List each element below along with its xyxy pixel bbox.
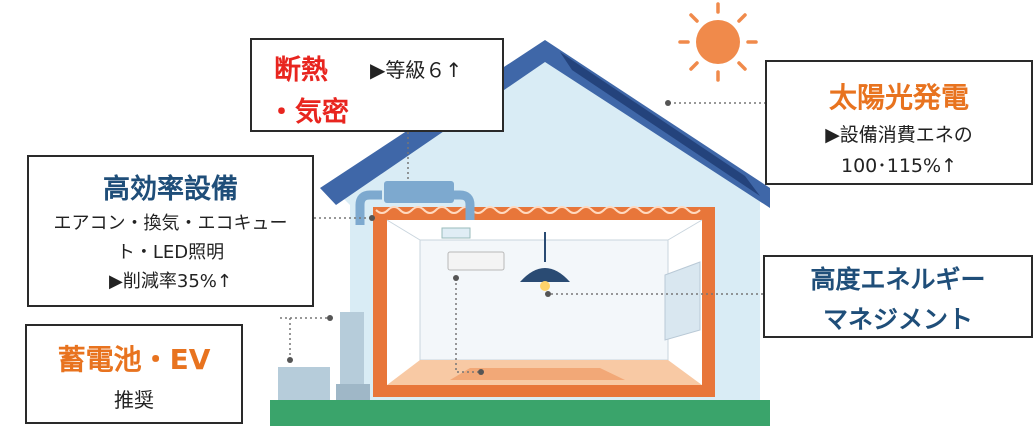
pendant-lamp <box>520 268 570 282</box>
leader-lines <box>280 102 766 373</box>
insulation-title-2: ・気密 <box>268 97 349 128</box>
ground-strip <box>270 400 770 426</box>
insulation-title-1: 断熱 <box>274 55 328 86</box>
outdoor-unit <box>278 367 330 400</box>
energy-title-2: マネジメント <box>822 305 973 334</box>
efficient-title: 高効率設備 <box>103 174 238 205</box>
insulation-wave <box>375 206 701 214</box>
solar-line-2: 100･115%↑ <box>840 155 957 177</box>
battery-ev-card: 蓄電池・EV 推奨 <box>25 324 243 424</box>
solar-card: 太陽光発電 ▶設備消費エネの 100･115%↑ <box>765 60 1033 185</box>
energy-management-card: 高度エネルギー マネジメント <box>763 255 1033 338</box>
solar-title: 太陽光発電 <box>828 81 969 114</box>
ventilation-duct <box>355 190 475 225</box>
energy-title-1: 高度エネルギー <box>810 265 986 294</box>
insulation-grade: ▶等級６↑ <box>370 58 463 82</box>
solar-panel <box>560 52 760 196</box>
air-conditioner <box>447 251 505 271</box>
solar-line-1: ▶設備消費エネの <box>825 124 973 146</box>
battery-title: 蓄電池・EV <box>57 343 211 376</box>
efficient-line-1: エアコン・換気・エコキュー <box>53 213 288 234</box>
battery-line-1: 推奨 <box>114 388 154 412</box>
sun-icon <box>678 2 758 82</box>
rug <box>450 368 625 380</box>
insulation-card: 断熱 ・気密 ▶等級６↑ <box>250 38 504 132</box>
efficient-equipment-card: 高効率設備 エアコン・換気・エコキュー ト・LED照明 ▶削減率35%↑ <box>27 155 314 307</box>
efficient-line-2: ト・LED照明 <box>116 242 225 263</box>
storage-battery-base <box>336 384 370 400</box>
ventilation-unit <box>384 181 454 203</box>
ceiling-vent <box>441 227 471 239</box>
efficient-line-3: ▶削減率35%↑ <box>109 271 232 292</box>
window <box>664 261 701 341</box>
